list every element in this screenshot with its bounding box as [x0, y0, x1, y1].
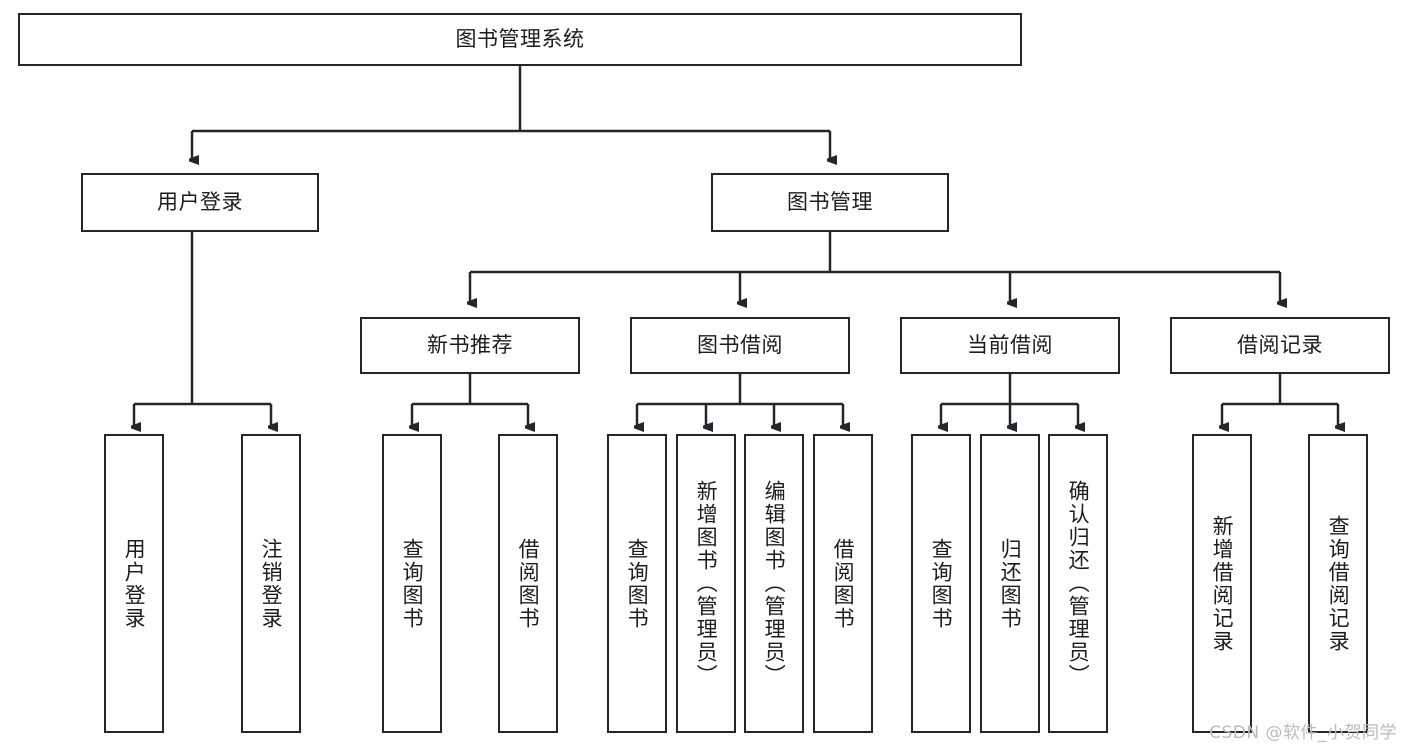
node-book-borrow[interactable]: 图书借阅	[630, 317, 850, 374]
node-leaf-query-book-2[interactable]: 查询图书	[607, 434, 667, 733]
node-leaf-query-borrow-record[interactable]: 查询借阅记录	[1308, 434, 1368, 733]
node-leaf-logout-login[interactable]: 注销登录	[241, 434, 301, 733]
node-leaf-add-borrow-record[interactable]: 新增借阅记录	[1192, 434, 1252, 733]
node-leaf-query-book-3[interactable]: 查询图书	[911, 434, 971, 733]
node-label: 图书管理系统	[455, 26, 585, 51]
node-label: 新增借阅记录	[1210, 514, 1235, 653]
node-leaf-return-book[interactable]: 归还图书	[980, 434, 1040, 733]
node-leaf-add-book-admin[interactable]: 新增图书（管理员）	[676, 434, 736, 733]
node-label: 图书借阅	[697, 332, 783, 357]
node-leaf-borrow-book-1[interactable]: 借阅图书	[498, 434, 558, 733]
node-label: 查询借阅记录	[1326, 514, 1351, 653]
node-label: 借阅图书	[516, 537, 541, 630]
node-label: 当前借阅	[967, 332, 1053, 357]
node-label: 用户登录	[122, 537, 147, 630]
node-user-login[interactable]: 用户登录	[81, 173, 319, 232]
node-label: 借阅记录	[1237, 332, 1323, 357]
node-label: 借阅图书	[831, 537, 856, 630]
node-leaf-query-book-1[interactable]: 查询图书	[382, 434, 442, 733]
node-label: 查询图书	[929, 537, 954, 630]
node-label: 编辑图书（管理员）	[762, 480, 787, 687]
node-label: 新增图书（管理员）	[694, 480, 719, 687]
node-leaf-edit-book-admin[interactable]: 编辑图书（管理员）	[744, 434, 804, 733]
node-leaf-borrow-book-2[interactable]: 借阅图书	[813, 434, 873, 733]
node-book-management-system[interactable]: 图书管理系统	[18, 13, 1022, 66]
node-label: 图书管理	[787, 189, 873, 214]
node-label: 用户登录	[157, 189, 243, 214]
node-label: 查询图书	[625, 537, 650, 630]
node-leaf-user-login[interactable]: 用户登录	[104, 434, 164, 733]
node-label: 查询图书	[400, 537, 425, 630]
node-label: 归还图书	[998, 537, 1023, 630]
node-borrow-record[interactable]: 借阅记录	[1170, 317, 1390, 374]
node-new-book-recommend[interactable]: 新书推荐	[360, 317, 580, 374]
node-label: 新书推荐	[427, 332, 513, 357]
node-label: 注销登录	[259, 537, 284, 630]
node-leaf-confirm-return-admin[interactable]: 确认归还（管理员）	[1048, 434, 1108, 733]
node-current-borrow[interactable]: 当前借阅	[900, 317, 1120, 374]
node-label: 确认归还（管理员）	[1066, 480, 1091, 687]
node-book-management[interactable]: 图书管理	[711, 173, 949, 232]
